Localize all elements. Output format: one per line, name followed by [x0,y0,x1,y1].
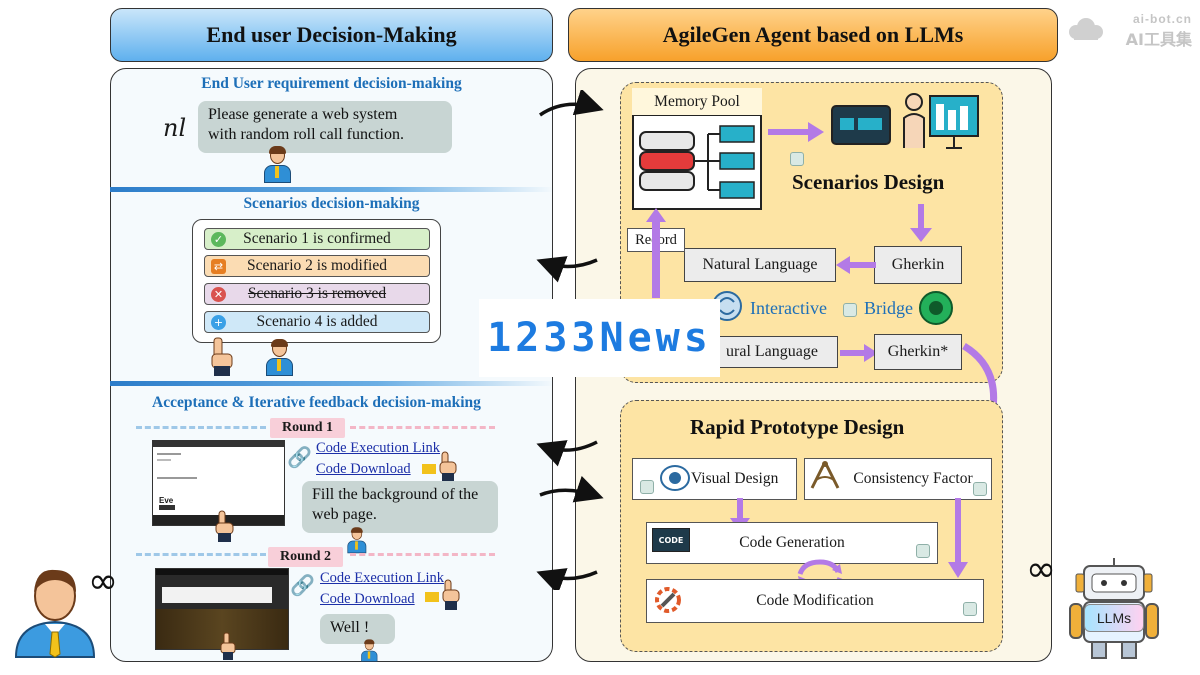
gpt-icon [790,152,804,166]
database-icon [639,125,755,199]
scenarios-design-label: Scenarios Design [792,170,945,194]
scenario-label: Scenario 4 is added [256,313,378,330]
code-download-link-round1[interactable]: Code Download [316,461,411,477]
user-avatar-icon [360,639,378,662]
feedback-bubble-round2: Well ! [320,614,395,644]
cloud-logo-icon [1069,18,1103,40]
requirement-line-1: Please generate a web system [208,106,398,123]
folder-hand-icon [422,451,457,482]
round1-divider-left [136,426,266,429]
round-2-badge: Round 2 [268,547,343,567]
purple-arrow-right [840,344,878,362]
visual-design-box: Visual Design [632,458,797,500]
requirement-line-2: with random roll call function. [208,126,404,143]
round1-divider-right [350,426,495,429]
folder-hand-icon [425,579,460,610]
rapid-prototype-label: Rapid Prototype Design [690,415,905,439]
feedback-bubble-round1: Fill the background of the web page. [302,481,498,533]
scenario-label: Scenario 3 is removed [247,285,387,302]
scenario-item-1[interactable]: ✓ Scenario 1 is confirmed [204,228,430,250]
purple-arrow-right [768,122,824,142]
compass-icon [810,461,840,489]
natural-language-box: Natural Language [684,248,836,282]
consistency-factor-label: Consistency Factor [853,470,973,487]
bridge-label: Bridge [864,298,913,318]
scenario-item-4[interactable]: + Scenario 4 is added [204,311,430,333]
link-chain-icon: 🔗 [287,445,312,469]
pointing-hand-icon [211,337,233,376]
gpt-icon [963,602,977,616]
section-divider [110,381,555,386]
feedback-line-2: web page. [312,506,377,523]
watermark-name: AI工具集 [1125,30,1192,49]
visual-design-label: Visual Design [691,470,779,487]
round-1-badge: Round 1 [270,418,345,438]
code-generation-box: Code Generation [646,522,938,564]
code-execution-link-round2[interactable]: Code Execution Link [320,570,445,586]
header-agilegen: AgileGen Agent based on LLMs [568,8,1058,62]
requirement-section-title: End User requirement decision-making [201,75,462,92]
memory-pool-title: Memory Pool [632,88,762,116]
gpt-icon [973,482,987,496]
code-download-link-round2[interactable]: Code Download [320,591,415,607]
round2-divider-left [136,553,266,556]
purple-arrow-down-long [948,498,968,578]
acceptance-section-title: Acceptance & Iterative feedback decision… [152,394,481,411]
wrench-gear-icon [655,587,681,613]
end-user-figure-icon [14,569,96,658]
link-chain-icon: 🔗 [290,573,315,597]
scenario-item-2[interactable]: ⇄ Scenario 2 is modified [204,255,430,277]
news-watermark-banner: 1233News [479,299,720,377]
plus-icon: + [211,315,226,330]
user-avatar-icon [264,339,294,376]
scenario-label: Scenario 2 is modified [247,257,387,274]
prototype-screenshot-round2 [155,568,289,650]
consistency-factor-box: Consistency Factor [804,458,992,500]
watermark-domain: ai-bot.cn [1133,12,1192,26]
user-avatar-icon [346,527,367,554]
section-divider [110,187,555,192]
pointing-hand-icon [215,510,234,542]
purple-arrow-up [646,208,666,298]
watermark: ai-bot.cn AI工具集 [1066,12,1192,49]
cucumber-logo-icon [919,291,953,325]
scenario-label: Scenario 1 is confirmed [243,230,391,247]
gpt-icon [843,303,857,317]
refresh-icon: ⇄ [211,259,226,274]
purple-arrow-down [910,204,932,242]
purple-arrow-left [836,256,876,274]
natural-language-box-2: ural Language [706,336,838,368]
scenario-item-3[interactable]: ✕ Scenario 3 is removed [204,283,430,305]
infinity-symbol-right: ∞ [1026,549,1056,590]
gherkin-box: Gherkin [874,246,962,284]
connector-arrows [536,90,604,590]
gpt-icon [916,544,930,558]
user-avatar-icon [262,146,292,183]
code-icon: CODE [652,528,690,552]
news-watermark-text: 1233News [487,315,712,361]
interactive-label: Interactive [750,298,827,318]
code-execution-link-round1[interactable]: Code Execution Link [316,440,441,456]
scenario-card-icon [831,105,891,145]
gherkin-star-box: Gherkin* [874,334,962,370]
pointing-hand-icon [220,632,236,660]
cross-icon: ✕ [211,287,226,302]
code-generation-label: Code Generation [739,534,845,551]
infinity-symbol-left: ∞ [88,561,118,602]
check-icon: ✓ [211,232,226,247]
gpt-icon [640,480,654,494]
eye-icon [660,465,690,491]
round2-divider-right [350,553,495,556]
code-modification-label: Code Modification [756,592,874,609]
feedback-line-1: Fill the background of the [312,486,479,503]
header-end-user: End user Decision-Making [110,8,553,62]
requirement-bubble: Please generate a web system with random… [198,101,452,153]
presenter-icon [903,93,979,149]
nl-symbol: nl [163,114,187,142]
llms-badge: LLMs [1084,604,1144,632]
scenarios-section-title: Scenarios decision-making [243,195,420,212]
code-modification-box: Code Modification [646,579,984,623]
